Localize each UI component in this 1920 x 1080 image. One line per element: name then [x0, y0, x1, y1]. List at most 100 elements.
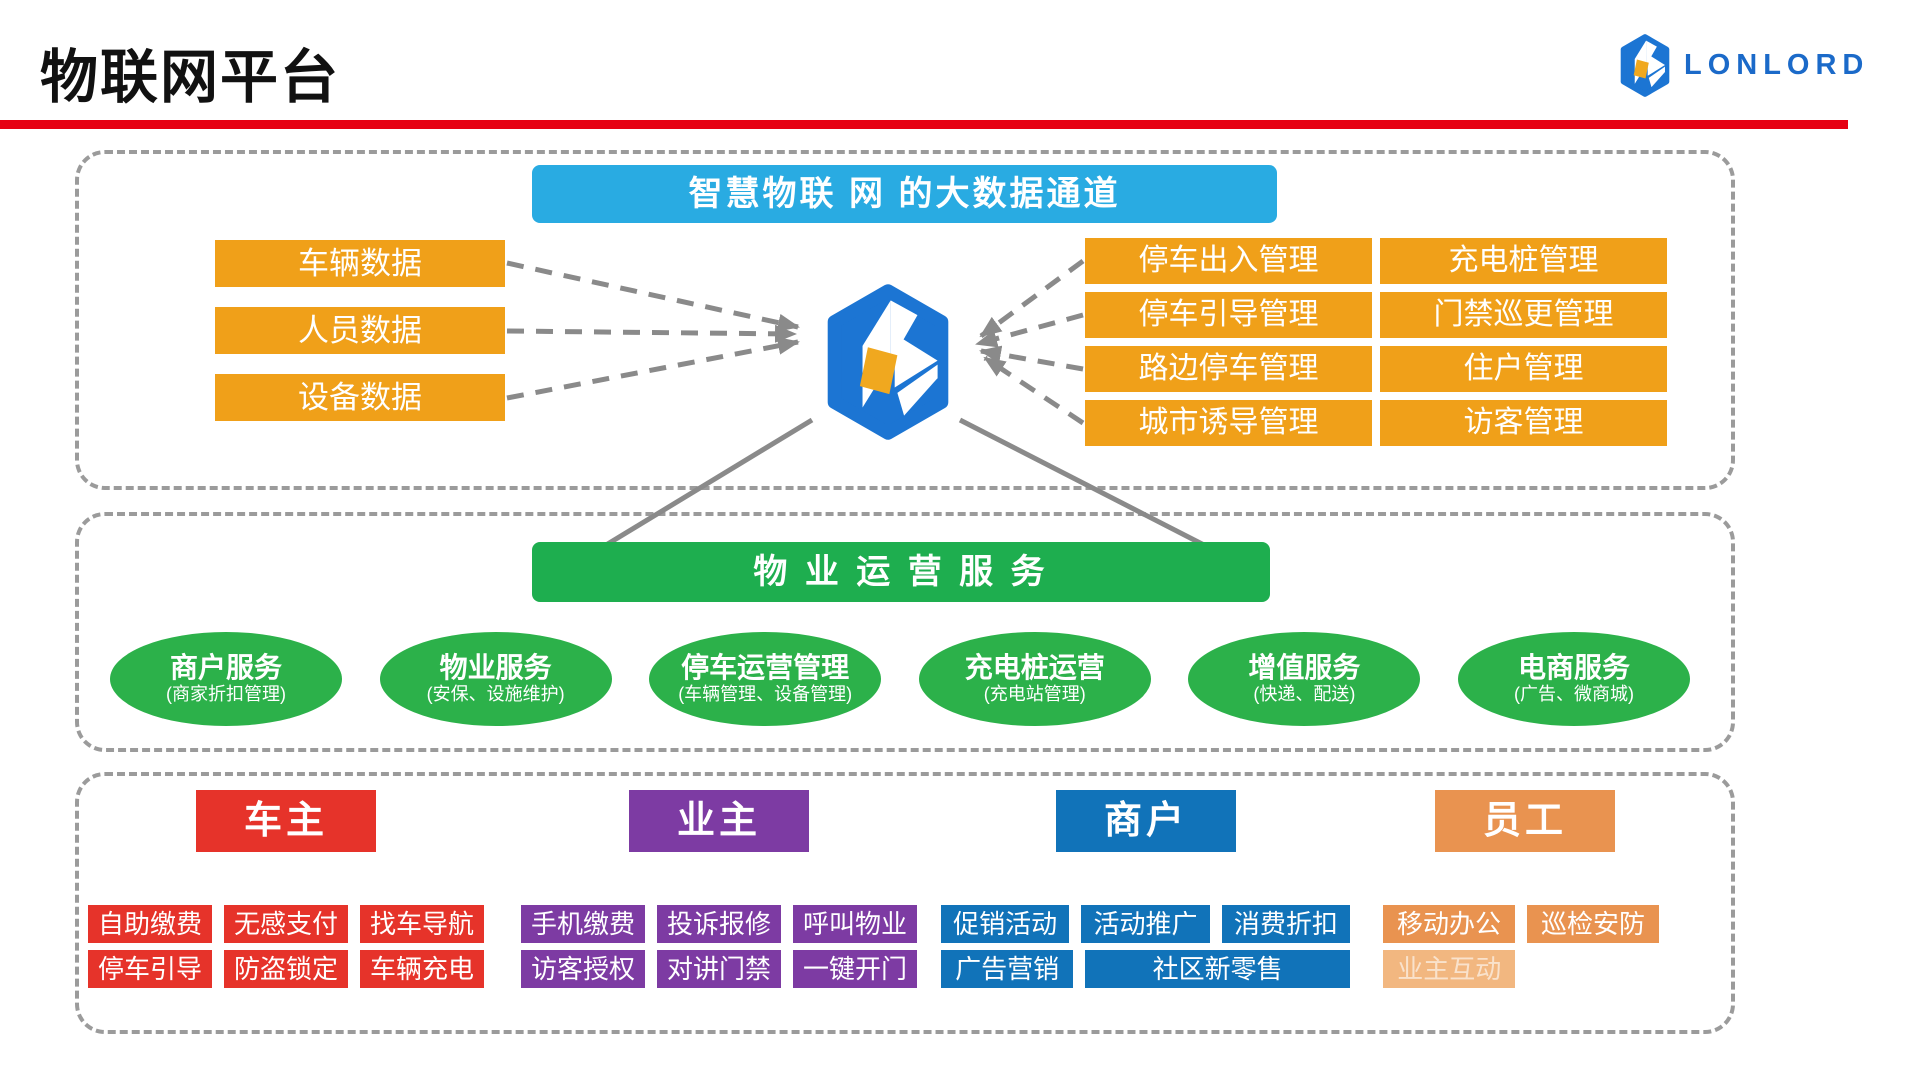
data-source-box: 车辆数据 [215, 240, 505, 287]
data-source-box: 人员数据 [215, 307, 505, 354]
company-logo: LONLORD [1618, 34, 1869, 97]
feature-chip: 找车导航 [360, 905, 484, 943]
feature-chip-label: 呼叫物业 [802, 909, 907, 939]
feature-chip: 对讲门禁 [657, 950, 781, 988]
data-source-list: 车辆数据人员数据设备数据 [215, 240, 505, 421]
service-name: 电商服务 [1517, 652, 1630, 684]
feature-chip-label: 广告营销 [955, 954, 1060, 984]
page-title: 物联网平台 [40, 45, 341, 110]
feature-chip: 广告营销 [941, 950, 1074, 988]
feature-chip-label: 对讲门禁 [666, 954, 771, 984]
feature-chip-label: 手机缴费 [530, 909, 635, 939]
feature-chip-rows: 移动办公 巡检安防业主互动 [1383, 905, 1659, 988]
feature-chip-label: 移动办公 [1396, 909, 1501, 939]
service-detail: (充电站管理) [983, 684, 1086, 705]
feature-chip-row: 业主互动 [1383, 950, 1659, 988]
service-ellipse: 充电桩运营(充电站管理) [918, 632, 1151, 726]
service-detail: (安保、设施维护) [426, 684, 565, 705]
feature-chip-label: 车辆充电 [369, 954, 474, 984]
service-name: 商户服务 [169, 652, 282, 684]
management-box: 住户管理 [1380, 346, 1667, 392]
feature-chip: 移动办公 [1383, 905, 1515, 943]
feature-chip-rows: 促销活动 活动推广 消费折扣广告营销 社区新零售 [941, 905, 1350, 988]
service-detail: (商家折扣管理) [166, 684, 286, 705]
service-detail: (广告、微商城) [1513, 684, 1634, 705]
management-box: 城市诱导管理 [1085, 400, 1372, 446]
management-module-col1: 停车出入管理停车引导管理路边停车管理城市诱导管理 [1085, 238, 1372, 446]
management-box: 路边停车管理 [1085, 346, 1372, 392]
feature-chip-label: 消费折扣 [1233, 909, 1338, 939]
feature-chip: 无感支付 [224, 905, 348, 943]
data-source-box: 设备数据 [215, 374, 505, 421]
feature-chip-label: 停车引导 [97, 954, 202, 984]
management-box: 访客管理 [1380, 400, 1667, 446]
logo-wordmark: LONLORD [1684, 49, 1870, 81]
platform-hexagon-icon [827, 284, 949, 440]
feature-chip-label: 访客授权 [530, 954, 635, 984]
feature-chip: 防盗锁定 [224, 950, 348, 988]
service-ellipse: 物业服务(安保、设施维护) [379, 632, 612, 726]
management-box: 充电桩管理 [1380, 238, 1667, 284]
lonlord-hexagon-icon [1620, 34, 1670, 97]
property-services-header: 物 业 运 营 服 务 [532, 542, 1270, 602]
service-name: 停车运营管理 [681, 652, 850, 684]
feature-chip-row: 访客授权 对讲门禁 一键开门 [521, 950, 917, 988]
service-detail: (车辆管理、设备管理) [678, 684, 853, 705]
service-ellipse-list: 商户服务(商家折扣管理) 物业服务(安保、设施维护) 停车运营管理(车辆管理、设备管… [110, 632, 1690, 726]
user-groups-container [75, 772, 1735, 1034]
service-name: 增值服务 [1248, 652, 1361, 684]
feature-chip-label: 社区新零售 [1152, 954, 1283, 984]
feature-chip-label: 无感支付 [233, 909, 338, 939]
feature-chip-label: 促销活动 [953, 909, 1058, 939]
service-ellipse: 停车运营管理(车辆管理、设备管理) [649, 632, 882, 726]
management-box: 停车出入管理 [1085, 238, 1372, 284]
feature-chip: 业主互动 [1383, 950, 1516, 988]
title-underline [0, 120, 1848, 129]
feature-chip: 社区新零售 [1085, 950, 1350, 988]
feature-chip-label: 业主互动 [1397, 954, 1502, 984]
management-box: 门禁巡更管理 [1380, 292, 1667, 338]
feature-chip-label: 一键开门 [802, 954, 907, 984]
service-ellipse: 增值服务(快递、配送) [1188, 632, 1421, 726]
feature-chip-label: 巡检安防 [1540, 909, 1645, 939]
iot-channel-container [75, 150, 1735, 490]
user-group-header: 员工 [1435, 790, 1615, 852]
user-group-header: 商户 [1056, 790, 1236, 852]
feature-chip-row: 自助缴费 无感支付 找车导航 [88, 905, 484, 943]
service-ellipse: 电商服务(广告、微商城) [1457, 632, 1690, 726]
feature-chip: 投诉报修 [657, 905, 781, 943]
feature-chip-label: 找车导航 [369, 909, 474, 939]
feature-chip: 活动推广 [1081, 905, 1210, 943]
feature-chip-row: 移动办公 巡检安防 [1383, 905, 1659, 943]
feature-chip-label: 投诉报修 [666, 909, 771, 939]
property-services-container [75, 512, 1735, 752]
user-group-header: 车主 [196, 790, 376, 852]
feature-chip-row: 广告营销 社区新零售 [941, 950, 1350, 988]
feature-chip-label: 活动推广 [1093, 909, 1198, 939]
service-detail: (快递、配送) [1253, 684, 1356, 705]
feature-chip-label: 自助缴费 [97, 909, 202, 939]
feature-chip-row: 促销活动 活动推广 消费折扣 [941, 905, 1350, 943]
user-group-header: 业主 [629, 790, 809, 852]
feature-chip-row: 手机缴费 投诉报修 呼叫物业 [521, 905, 917, 943]
feature-chip-row: 停车引导 防盗锁定 车辆充电 [88, 950, 484, 988]
feature-chip-label: 防盗锁定 [233, 954, 338, 984]
feature-chip: 巡检安防 [1527, 905, 1659, 943]
service-name: 物业服务 [439, 652, 552, 684]
feature-chip: 访客授权 [521, 950, 645, 988]
feature-chip: 呼叫物业 [793, 905, 917, 943]
feature-chip: 停车引导 [88, 950, 212, 988]
feature-chip: 一键开门 [793, 950, 917, 988]
feature-chip: 自助缴费 [88, 905, 212, 943]
feature-chip: 消费折扣 [1221, 905, 1350, 943]
service-name: 充电桩运营 [964, 652, 1105, 684]
management-box: 停车引导管理 [1085, 292, 1372, 338]
iot-channel-header: 智慧物联 网 的大数据通道 [532, 165, 1277, 223]
management-module-col2: 充电桩管理门禁巡更管理住户管理访客管理 [1380, 238, 1667, 446]
feature-chip: 手机缴费 [521, 905, 645, 943]
feature-chip-rows: 手机缴费 投诉报修 呼叫物业访客授权 对讲门禁 一键开门 [521, 905, 917, 988]
feature-chip: 促销活动 [941, 905, 1070, 943]
feature-chip-rows: 自助缴费 无感支付 找车导航停车引导 防盗锁定 车辆充电 [88, 905, 484, 988]
feature-chip: 车辆充电 [360, 950, 484, 988]
service-ellipse: 商户服务(商家折扣管理) [110, 632, 342, 726]
